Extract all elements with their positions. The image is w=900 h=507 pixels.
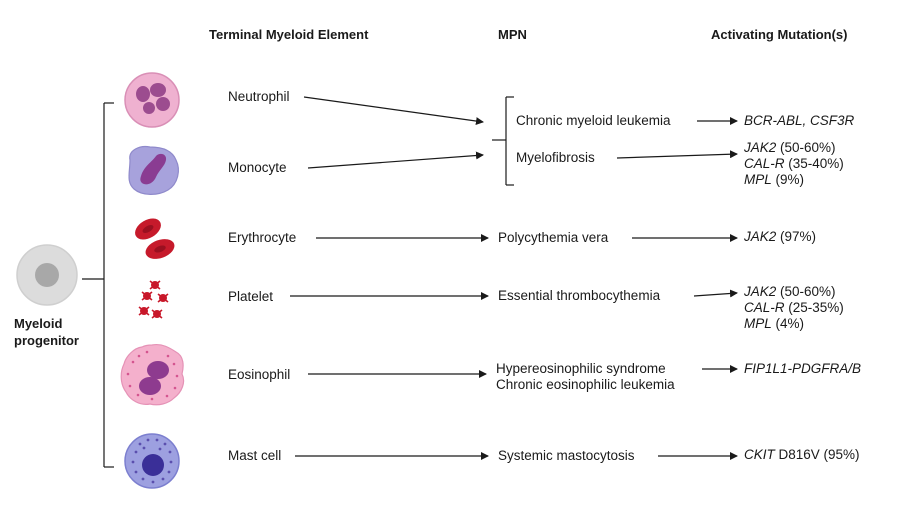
neutrophil-icon bbox=[124, 72, 180, 128]
platelet-icon bbox=[138, 280, 169, 319]
mpn-label-systemic-mastocytosis: Systemic mastocytosis bbox=[498, 448, 635, 463]
mutation-sm-ckit: CKIT D816V (95%) bbox=[744, 447, 860, 462]
mpn-to-mutation-arrows bbox=[616, 117, 738, 460]
mutation-mf-calr: CAL-R (35-40%) bbox=[744, 156, 844, 171]
header-activating-mutations: Activating Mutation(s) bbox=[711, 27, 848, 42]
mutation-et-mpl: MPL (4%) bbox=[744, 316, 805, 331]
myeloid-progenitor-icon bbox=[16, 244, 78, 306]
monocyte-icon bbox=[128, 145, 179, 195]
cell-to-mpn-arrows bbox=[290, 96, 489, 460]
cell-label-mast-cell: Mast cell bbox=[228, 448, 282, 463]
lineage-bracket bbox=[82, 102, 114, 468]
mutation-mf-mpl: MPL (9%) bbox=[744, 172, 805, 187]
mpn-label-myelofibrosis: Myelofibrosis bbox=[516, 150, 595, 165]
mpn-label-cml: Chronic myeloid leukemia bbox=[516, 113, 671, 128]
header-mpn: MPN bbox=[498, 27, 527, 42]
mpn-label-chronic-eosinophilic-leukemia: Chronic eosinophilic leukemia bbox=[496, 377, 675, 392]
mpn-label-essential-thrombocythemia: Essential thrombocythemia bbox=[498, 288, 661, 303]
myeloid-progenitor-label: Myeloid progenitor bbox=[14, 316, 79, 348]
mutation-et-calr: CAL-R (25-35%) bbox=[744, 300, 844, 315]
mutation-hes: FIP1L1-PDGFRA/B bbox=[744, 361, 862, 376]
mpn-label-polycythemia-vera: Polycythemia vera bbox=[498, 230, 609, 245]
mpn-bracket bbox=[492, 96, 514, 186]
erythrocyte-icon bbox=[135, 218, 175, 259]
mpn-label-hypereosinophilic-syndrome: Hypereosinophilic syndrome bbox=[496, 361, 666, 376]
cell-label-monocyte: Monocyte bbox=[228, 160, 287, 175]
cell-label-eosinophil: Eosinophil bbox=[228, 367, 291, 382]
mutation-et-jak2: JAK2 (50-60%) bbox=[744, 284, 836, 299]
eosinophil-icon bbox=[120, 343, 185, 406]
mutation-pv-jak2: JAK2 (97%) bbox=[744, 229, 817, 244]
cell-label-neutrophil: Neutrophil bbox=[228, 89, 290, 104]
cell-label-erythrocyte: Erythrocyte bbox=[228, 230, 297, 245]
mast-cell-icon bbox=[124, 433, 180, 489]
header-terminal-myeloid-element: Terminal Myeloid Element bbox=[209, 27, 369, 42]
mutation-mf-jak2: JAK2 (50-60%) bbox=[744, 140, 836, 155]
mutation-cml: BCR-ABL, CSF3R bbox=[744, 113, 855, 128]
cell-label-platelet: Platelet bbox=[228, 289, 274, 304]
